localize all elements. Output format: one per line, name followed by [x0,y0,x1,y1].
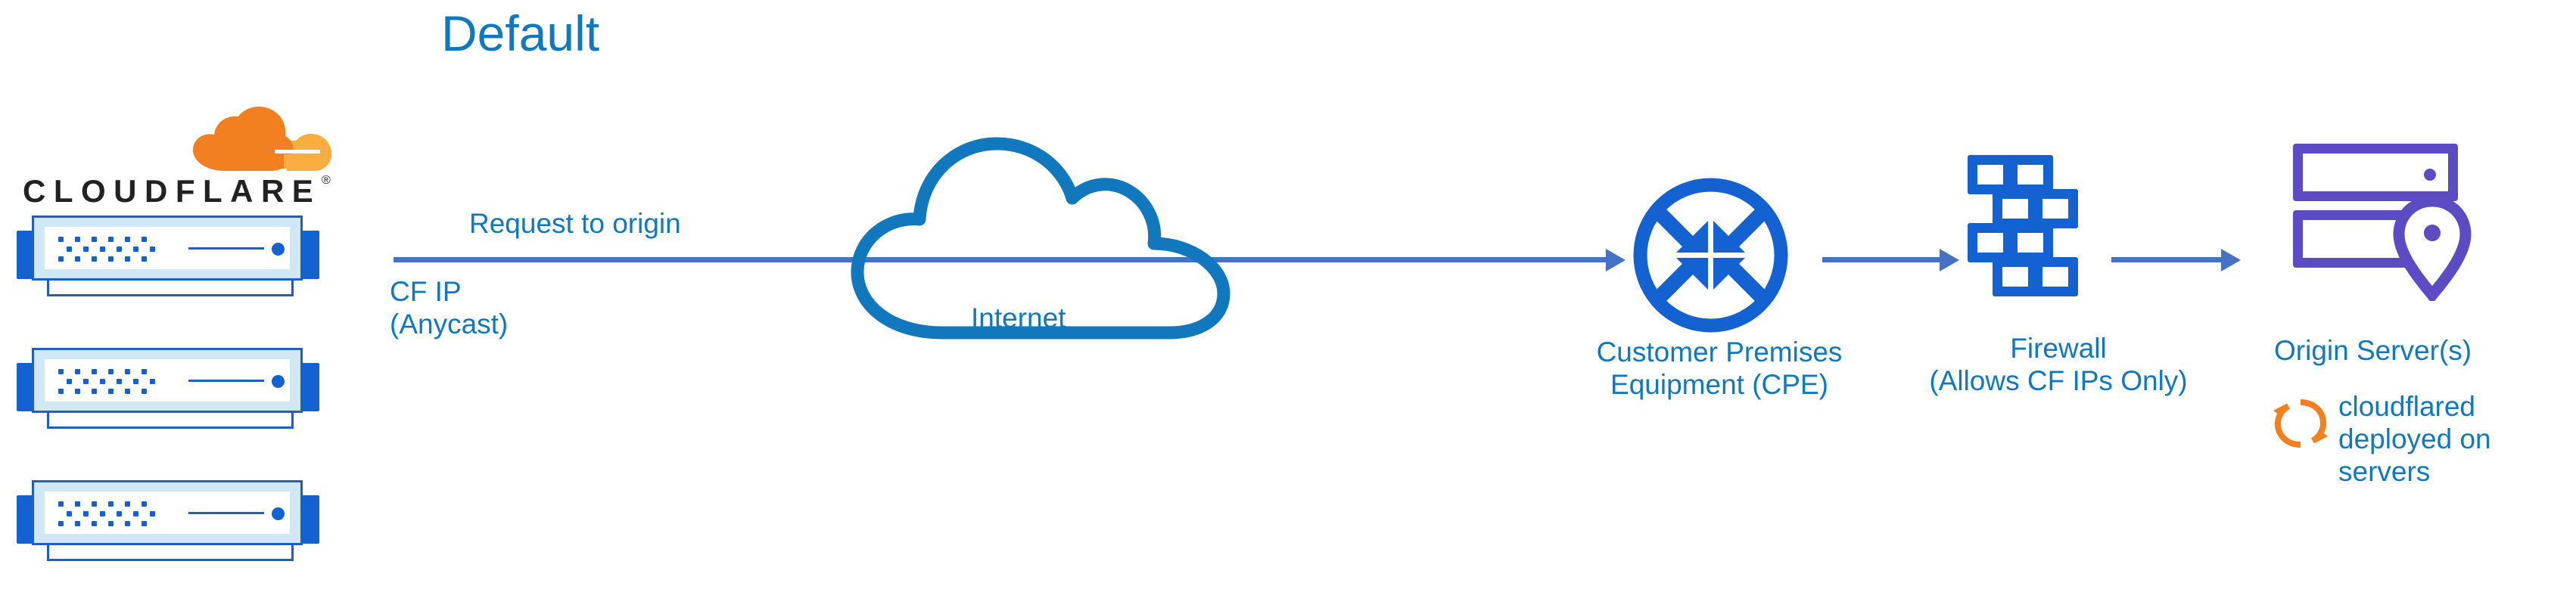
server-front-panel [45,492,290,534]
server-chassis [32,480,303,545]
registered-trademark-icon: ® [322,174,331,187]
server-port-grid [58,501,164,527]
cloudflared-label: cloudflared deployed on servers [2338,391,2491,487]
cloudflare-wordmark: CLOUDFLARE [23,173,322,209]
cloudflare-server-3 [17,479,319,562]
cloudflare-server-2 [17,346,319,429]
server-front-panel [45,227,290,269]
origin-server-bar-top [2293,144,2458,201]
firewall-label: Firewall (Allows CF IPs Only) [1929,333,2188,396]
request-arrow-head-icon [1606,249,1626,271]
server-chassis [32,216,303,281]
cpe-to-firewall-arrow-line [1822,257,1943,262]
server-port-grid [58,237,164,262]
location-pin-icon [2393,195,2472,301]
server-tab-right [300,363,319,411]
brick-wall-icon [1968,155,2119,310]
internet-label: Internet [971,302,1066,333]
server-chassis [32,348,303,413]
cloudflare-logo: CLOUDFLARE ® [23,106,341,219]
router-arrows-circle-icon [1633,178,1788,333]
cloudflare-server-1 [17,214,319,297]
origin-server-led [2424,169,2436,181]
firewall-to-origin-arrow-line [2111,257,2225,262]
brick [1993,257,2038,296]
server-status-led [272,507,285,520]
server-rack-location-pin-icon [2293,144,2482,318]
server-status-led [272,243,285,256]
internet-cloud-icon [851,137,1230,340]
cpe-to-firewall-arrow-head-icon [1940,249,1959,271]
server-tab-right [300,231,319,279]
server-slot-line [188,380,264,382]
cloudflare-cloud-logo-icon [192,107,332,171]
refresh-circular-arrows-icon [2273,399,2328,448]
server-status-led [272,375,285,388]
server-tab-right [300,495,319,544]
server-front-panel [45,359,290,402]
brick [2033,257,2078,296]
cpe-label: Customer Premises Equipment (CPE) [1596,336,1843,400]
origin-server-label: Origin Server(s) [2274,335,2472,366]
server-slot-line [188,512,264,514]
firewall-to-origin-arrow-head-icon [2221,249,2241,271]
server-port-grid [58,369,164,395]
server-slot-line [188,247,264,250]
page-title: Default [441,5,600,61]
cf-ip-anycast-label: CF IP (Anycast) [390,276,509,340]
request-to-origin-label: Request to origin [469,208,681,239]
request-arrow-line [394,257,1610,262]
